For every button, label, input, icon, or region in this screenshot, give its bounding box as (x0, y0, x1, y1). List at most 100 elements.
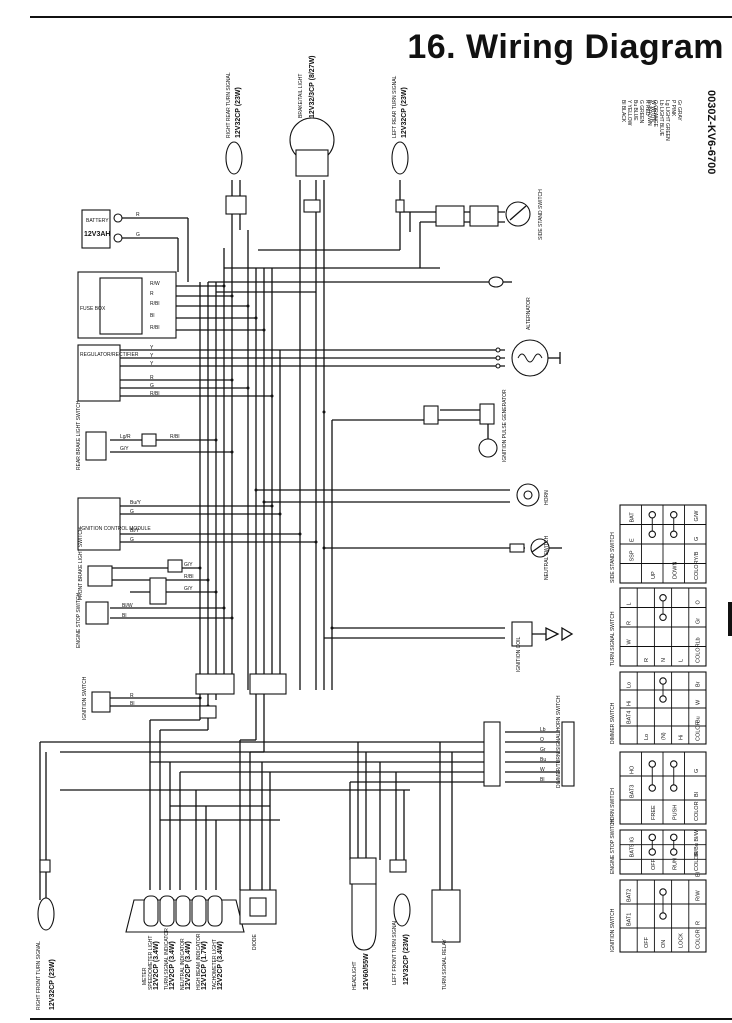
svg-text:REAR BRAKE LIGHT SWITCH: REAR BRAKE LIGHT SWITCH (76, 400, 82, 470)
switch-table-color: G/W (694, 510, 700, 522)
switch-table-header: Hi (627, 701, 633, 706)
rbs-wire-3: R/Bl (170, 434, 179, 440)
reg-wire-6: R/Bl (150, 391, 159, 397)
ignition-pulse-generator: IGNITION PULSE GENERATOR (423, 389, 508, 462)
front-right-spec: 12V32CP (23W) (49, 959, 56, 1010)
switch-contact-dot (669, 784, 678, 792)
svg-text:IGNITION CONTROL MODULE: IGNITION CONTROL MODULE (80, 526, 151, 532)
icm-wire-1: Bu/Y (130, 500, 142, 506)
left-rear-turn-signal: LEFT REAR TURN SIGNAL 12V32CP (23W) (391, 75, 409, 213)
meter-lamp-name-4: HIGH BEAM INDICATOR (196, 933, 202, 990)
switch-table-title: ENGINE STOP SWITCH (610, 819, 616, 874)
meter-cluster: METER 12V2CP (3.4W) 12V2CP (3.4W) 12V2CP… (125, 895, 245, 990)
svg-text:HORN: HORN (544, 490, 550, 505)
switch-table-header: Lo (627, 682, 633, 688)
svg-text:BRAKE/TAIL LIGHT: BRAKE/TAIL LIGHT (298, 74, 304, 118)
horn: HORN (516, 483, 550, 507)
svg-text:IGNITION COIL: IGNITION COIL (516, 637, 522, 673)
switch-table-header: HO (629, 765, 635, 774)
switch-table-row: ON (661, 940, 667, 948)
switch-table-color: Bl/Bu (694, 843, 700, 856)
switch-table-color: R/W (695, 890, 701, 902)
svg-text:IGNITION PULSE GENERATOR: IGNITION PULSE GENERATOR (502, 389, 508, 462)
battery-wire-r: R (136, 212, 140, 218)
right-front-turn-signal: RIGHT FRONT TURN SIGNAL 12V32CP (23W) (36, 859, 56, 1010)
front-left-spec: 12V32CP (23W) (403, 934, 410, 985)
switch-contact-dot (669, 760, 678, 768)
meter-lamp-2: 12V2CP (3.4W) (169, 941, 176, 990)
switch-contact-dot (659, 593, 667, 602)
headlight: HEADLIGHT 12V60/55W (349, 857, 377, 990)
switch-contact-dot (669, 833, 678, 842)
switch-table-color: Bl/W (694, 829, 700, 841)
fbs-wire-2: R/Bl (184, 574, 193, 580)
svg-text:BATTERY: BATTERY (86, 218, 109, 224)
legend-entry: Br BROWN (646, 100, 652, 126)
front-brake-light-switch: FRONT BRAKE LIGHT SWITCH G/Y R/Bl G/Y (78, 527, 193, 605)
switch-table-color: COLOR (695, 643, 701, 663)
svg-text:DIODE: DIODE (252, 934, 258, 951)
battery: BATTERY 12V3AH R G (81, 209, 140, 249)
document-code: 0030Z-KV6-6700 (705, 90, 717, 174)
legend-entry: R RED (644, 100, 650, 116)
switch-contact-dot (648, 833, 656, 842)
switch-table-title: TURN SIGNAL SWITCH (610, 611, 616, 666)
side-stand-switch: SIDE STAND SWITCH (435, 189, 544, 240)
rear-left-spec: 12V32CP (23W) (401, 87, 408, 138)
svg-text:IGNITION SWITCH: IGNITION SWITCH (82, 676, 88, 720)
meter-lamp-name-5: TACHOMETER LIGHT (212, 939, 218, 990)
engine-stop-switch: ENGINE STOP SWITCH Bl/W Bl (76, 593, 133, 648)
switch-table-header: BAT1 (627, 913, 633, 926)
left-front-turn-signal: LEFT FRONT TURN SIGNAL 12V32CP (23W) (389, 859, 411, 985)
meter-lamp-name-3: NEUTRAL INDICATOR (180, 938, 186, 990)
switch-table-header: L (627, 602, 633, 605)
legend-entry: O ORANGE (652, 100, 658, 128)
svg-text:SIDE STAND SWITCH: SIDE STAND SWITCH (538, 189, 544, 240)
svg-text:DIMMER/TURN SIGNAL/HORN SWITCH: DIMMER/TURN SIGNAL/HORN SWITCH (556, 695, 562, 788)
switch-table-header: IG (629, 837, 635, 843)
switch-contact-dot (669, 848, 678, 856)
switch-table-header: BAT3 (629, 785, 635, 798)
top-rule (30, 16, 732, 18)
switch-table-row: OFF (644, 936, 650, 948)
tail-light-spec: 12V32/3CP (8/27W) (309, 55, 316, 118)
meter-lamp-4: 12V1CP (1.7W) (201, 941, 208, 990)
switch-table-color: O (695, 600, 701, 605)
fbs-wire-3: G/Y (184, 586, 193, 592)
switch-table-color: COLOR (694, 851, 700, 871)
neutral-switch: NEUTRAL SWITCH (509, 535, 562, 580)
meter-lamp-1: 12V2CP (3.4W) (153, 941, 160, 990)
switch-contact-dot (648, 760, 656, 768)
switch-table-title: SIDE STAND SWITCH (610, 532, 616, 583)
turn-signal-relay: TURN SIGNAL RELAY (431, 889, 461, 990)
switch-contact-dot (648, 510, 656, 519)
legend-entry: Gr GRAY (676, 100, 682, 121)
svg-text:LEFT REAR TURN SIGNAL: LEFT REAR TURN SIGNAL (392, 75, 398, 138)
svg-text:REGULATOR/RECTIFIER: REGULATOR/RECTIFIER (80, 352, 139, 358)
switch-table-row: FREE (651, 805, 657, 820)
icm-wire-4: G (130, 537, 134, 543)
switch-table-row: (N) (661, 732, 667, 740)
switch-table-row: Lo (644, 734, 650, 740)
ign-wire-2: Bl (130, 701, 134, 707)
right-rear-turn-signal: RIGHT REAR TURN SIGNAL 12V32CP (23W) (225, 72, 247, 215)
section-tab-marker (728, 602, 732, 636)
switch-table-color: G (694, 537, 700, 541)
legend-entry: G GREEN (638, 100, 644, 123)
reg-wire-5: G (150, 383, 154, 389)
handlebar-switch: DIMMER/TURN SIGNAL/HORN SWITCH Lb O Gr B… (483, 695, 575, 788)
reg-wire-3: Y (150, 361, 154, 367)
reg-wire-1: Y (150, 345, 154, 351)
svg-text:ALTERNATOR: ALTERNATOR (526, 297, 532, 330)
ign-wire-1: R (130, 693, 134, 699)
switch-table-row: N (661, 658, 667, 662)
switch-contact-dot (659, 677, 667, 685)
switch-table-color: Bu (695, 716, 701, 723)
bottom-rule (30, 1018, 732, 1020)
fuse-wire-2: R (150, 291, 154, 297)
